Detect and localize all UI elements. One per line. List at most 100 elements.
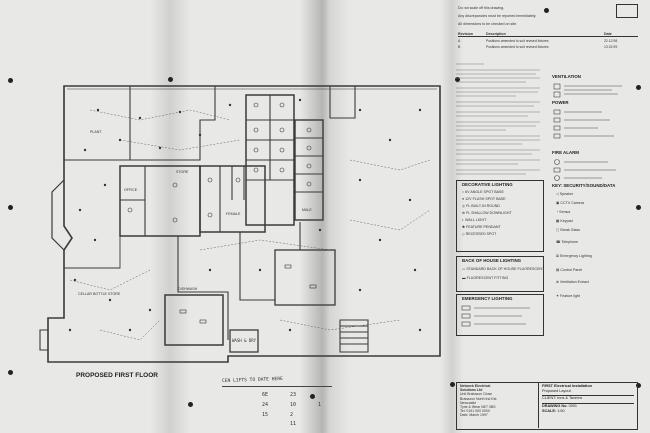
legend-item: ◇ RECESSED SPOT bbox=[462, 232, 497, 236]
company-line: Brabazon North Ind Est. bbox=[460, 396, 498, 401]
hand-cell: 6E bbox=[262, 392, 269, 398]
legend-item: ▭ STANDARD BACK OF HOUSE FLUORESCENT bbox=[462, 267, 545, 271]
legend-emergency-box bbox=[456, 294, 544, 336]
legend-item-label: Feature light bbox=[560, 294, 580, 298]
punch-hole bbox=[310, 394, 315, 399]
legend-item-label: Sensor bbox=[559, 210, 571, 214]
legend-item-label: Speaker bbox=[559, 192, 574, 196]
legend-ventilation-title: VENTILATION bbox=[552, 74, 581, 79]
room-label-office: OFFICE bbox=[124, 188, 138, 192]
legend-item: ◁ Speaker bbox=[556, 192, 574, 196]
punch-hole bbox=[8, 205, 13, 210]
punch-hole bbox=[455, 77, 460, 82]
legend-item: ▬ FLUORESCENT FITTING bbox=[462, 276, 509, 280]
title-block bbox=[456, 382, 638, 430]
company-line: Solutions Ltd bbox=[460, 388, 483, 393]
legend-item: ⊕ FL SHALLOW DOWNLIGHT bbox=[462, 211, 512, 215]
hand-cell: 11 bbox=[290, 421, 297, 427]
legend-item-label: Break Glass bbox=[560, 228, 580, 232]
hand-cell: 10 bbox=[290, 402, 297, 408]
hand-cell: 15 bbox=[262, 412, 269, 418]
punch-hole bbox=[450, 382, 455, 387]
room-label-male: MALE bbox=[302, 208, 312, 212]
punch-hole bbox=[168, 77, 173, 82]
logo-box bbox=[616, 4, 638, 18]
rev-col-date: Date bbox=[604, 32, 612, 36]
hand-cell: 23 bbox=[290, 392, 297, 398]
company-line: Network Electrical bbox=[460, 384, 491, 388]
legend-security-title: KEY: SECURITY/SOUND/DATA bbox=[552, 183, 616, 188]
project-block: FIRST Electrical Installation Proposed L… bbox=[542, 384, 634, 414]
legend-fire-alarm-title: FIRE ALARM bbox=[552, 150, 579, 155]
legend-item-label: WALL LIGHT bbox=[465, 218, 487, 222]
legend-item-label: STANDARD BACK OF HOUSE FLUORESCENT bbox=[466, 267, 545, 271]
note-discrepancies: Any discrepancies must be reported immed… bbox=[458, 14, 537, 18]
rev-cell: Positions amended to suit revised fixtur… bbox=[486, 45, 549, 49]
scale-value: 1:50 bbox=[557, 409, 565, 413]
legend-item-label: FL BUILT-IN ROUND bbox=[466, 204, 500, 208]
legend-item-label: FLUORESCENT FITTING bbox=[466, 276, 509, 280]
fold-shadow-right bbox=[440, 0, 464, 433]
punch-hole bbox=[8, 78, 13, 83]
rev-cell: B bbox=[458, 45, 461, 49]
client-name: CLIENT: Inns & Taverns bbox=[542, 395, 634, 401]
punch-hole bbox=[544, 8, 549, 13]
fold-shadow-center bbox=[300, 0, 350, 433]
legend-item-label: Emergency Lighting bbox=[560, 254, 592, 258]
hand-cell: 2 bbox=[290, 412, 294, 418]
legend-emergency-title: EMERGENCY LIGHTING bbox=[462, 296, 513, 301]
hand-cell: 1 bbox=[318, 402, 322, 408]
legend-item: ● 12V FLUSH SPOT BASE bbox=[462, 197, 506, 201]
legend-item: ⊗ Ventilation Extract bbox=[556, 280, 589, 284]
legend-item-label: CCTV Camera bbox=[560, 201, 584, 205]
legend-item-label: Keypad bbox=[560, 219, 573, 223]
punch-hole bbox=[8, 370, 13, 375]
project-title: FIRST Electrical Installation bbox=[542, 384, 593, 388]
legend-item-label: 12V FLUSH SPOT BASE bbox=[465, 197, 506, 201]
legend-item: ◐ WALL LIGHT bbox=[462, 218, 487, 222]
company-line: Tyne & Wear NE7 0BS bbox=[460, 405, 496, 410]
legend-item: ○ 6V ANGLE SPOT BASE bbox=[462, 190, 504, 194]
hand-rule bbox=[222, 386, 332, 387]
room-label-female: FEMALE bbox=[226, 212, 241, 216]
drawing-no-label: DRAWING No. bbox=[542, 404, 568, 408]
legend-item: ☎ Telephone bbox=[556, 240, 579, 244]
room-label-dishwash: DISHWASH bbox=[178, 287, 198, 291]
power-symbols bbox=[553, 109, 614, 139]
company-block: Network Electrical Solutions Ltd Unit Br… bbox=[460, 384, 538, 418]
scale-label: SCALE: bbox=[542, 409, 557, 413]
legend-decorative-title: DECORATIVE LIGHTING bbox=[462, 182, 513, 187]
rev-cell: Positions amended to suit revised fixtur… bbox=[486, 39, 549, 43]
legend-item: ◎ FL BUILT-IN ROUND bbox=[462, 204, 500, 208]
legend-item: ✦ Feature light bbox=[556, 294, 580, 298]
legend-back-of-house-title: BACK OF HOUSE LIGHTING bbox=[462, 258, 522, 263]
rev-col-revision: Revision bbox=[458, 32, 473, 36]
revision-table: Revision Description Date A Positions am… bbox=[458, 32, 638, 49]
rev-row: B Positions amended to suit revised fixt… bbox=[458, 45, 638, 49]
room-label-plant: PLANT bbox=[90, 130, 102, 134]
legend-decorative-box bbox=[456, 180, 544, 252]
legend-item-label: 6V ANGLE SPOT BASE bbox=[465, 190, 504, 194]
legend-back-of-house-box bbox=[456, 256, 544, 292]
note-do-not-scale: Do not scale off this drawing. bbox=[458, 6, 505, 10]
ventilation-symbols bbox=[553, 83, 622, 98]
rev-row: A Positions amended to suit revised fixt… bbox=[458, 39, 638, 43]
rev-cell: 13.02.99 bbox=[604, 45, 618, 49]
room-label-cellar-store: CELLAR BOTTLE STORE bbox=[78, 292, 121, 296]
legend-item-label: FEATURE PENDANT bbox=[466, 225, 501, 229]
legend-item: ▤ Control Panel bbox=[556, 268, 583, 272]
legend-item: ✱ FEATURE PENDANT bbox=[462, 225, 501, 229]
note-dimensions: All dimensions to be checked on site. bbox=[458, 22, 518, 26]
company-line: Newcastle bbox=[460, 400, 477, 405]
room-label-store: STORE bbox=[176, 170, 189, 174]
company-date: Date: March 1997 bbox=[460, 413, 488, 418]
legend-item: ⊠ Emergency Lighting bbox=[556, 254, 592, 258]
legend-item-label: Control Panel bbox=[560, 268, 583, 272]
legend-item: ▦ Keypad bbox=[556, 219, 573, 223]
legend-item: ◔ Sensor bbox=[556, 210, 571, 214]
fold-shadow-left bbox=[150, 0, 190, 433]
hand-cell: 24 bbox=[262, 402, 269, 408]
company-line: Unit Brabazon Close bbox=[460, 392, 493, 397]
